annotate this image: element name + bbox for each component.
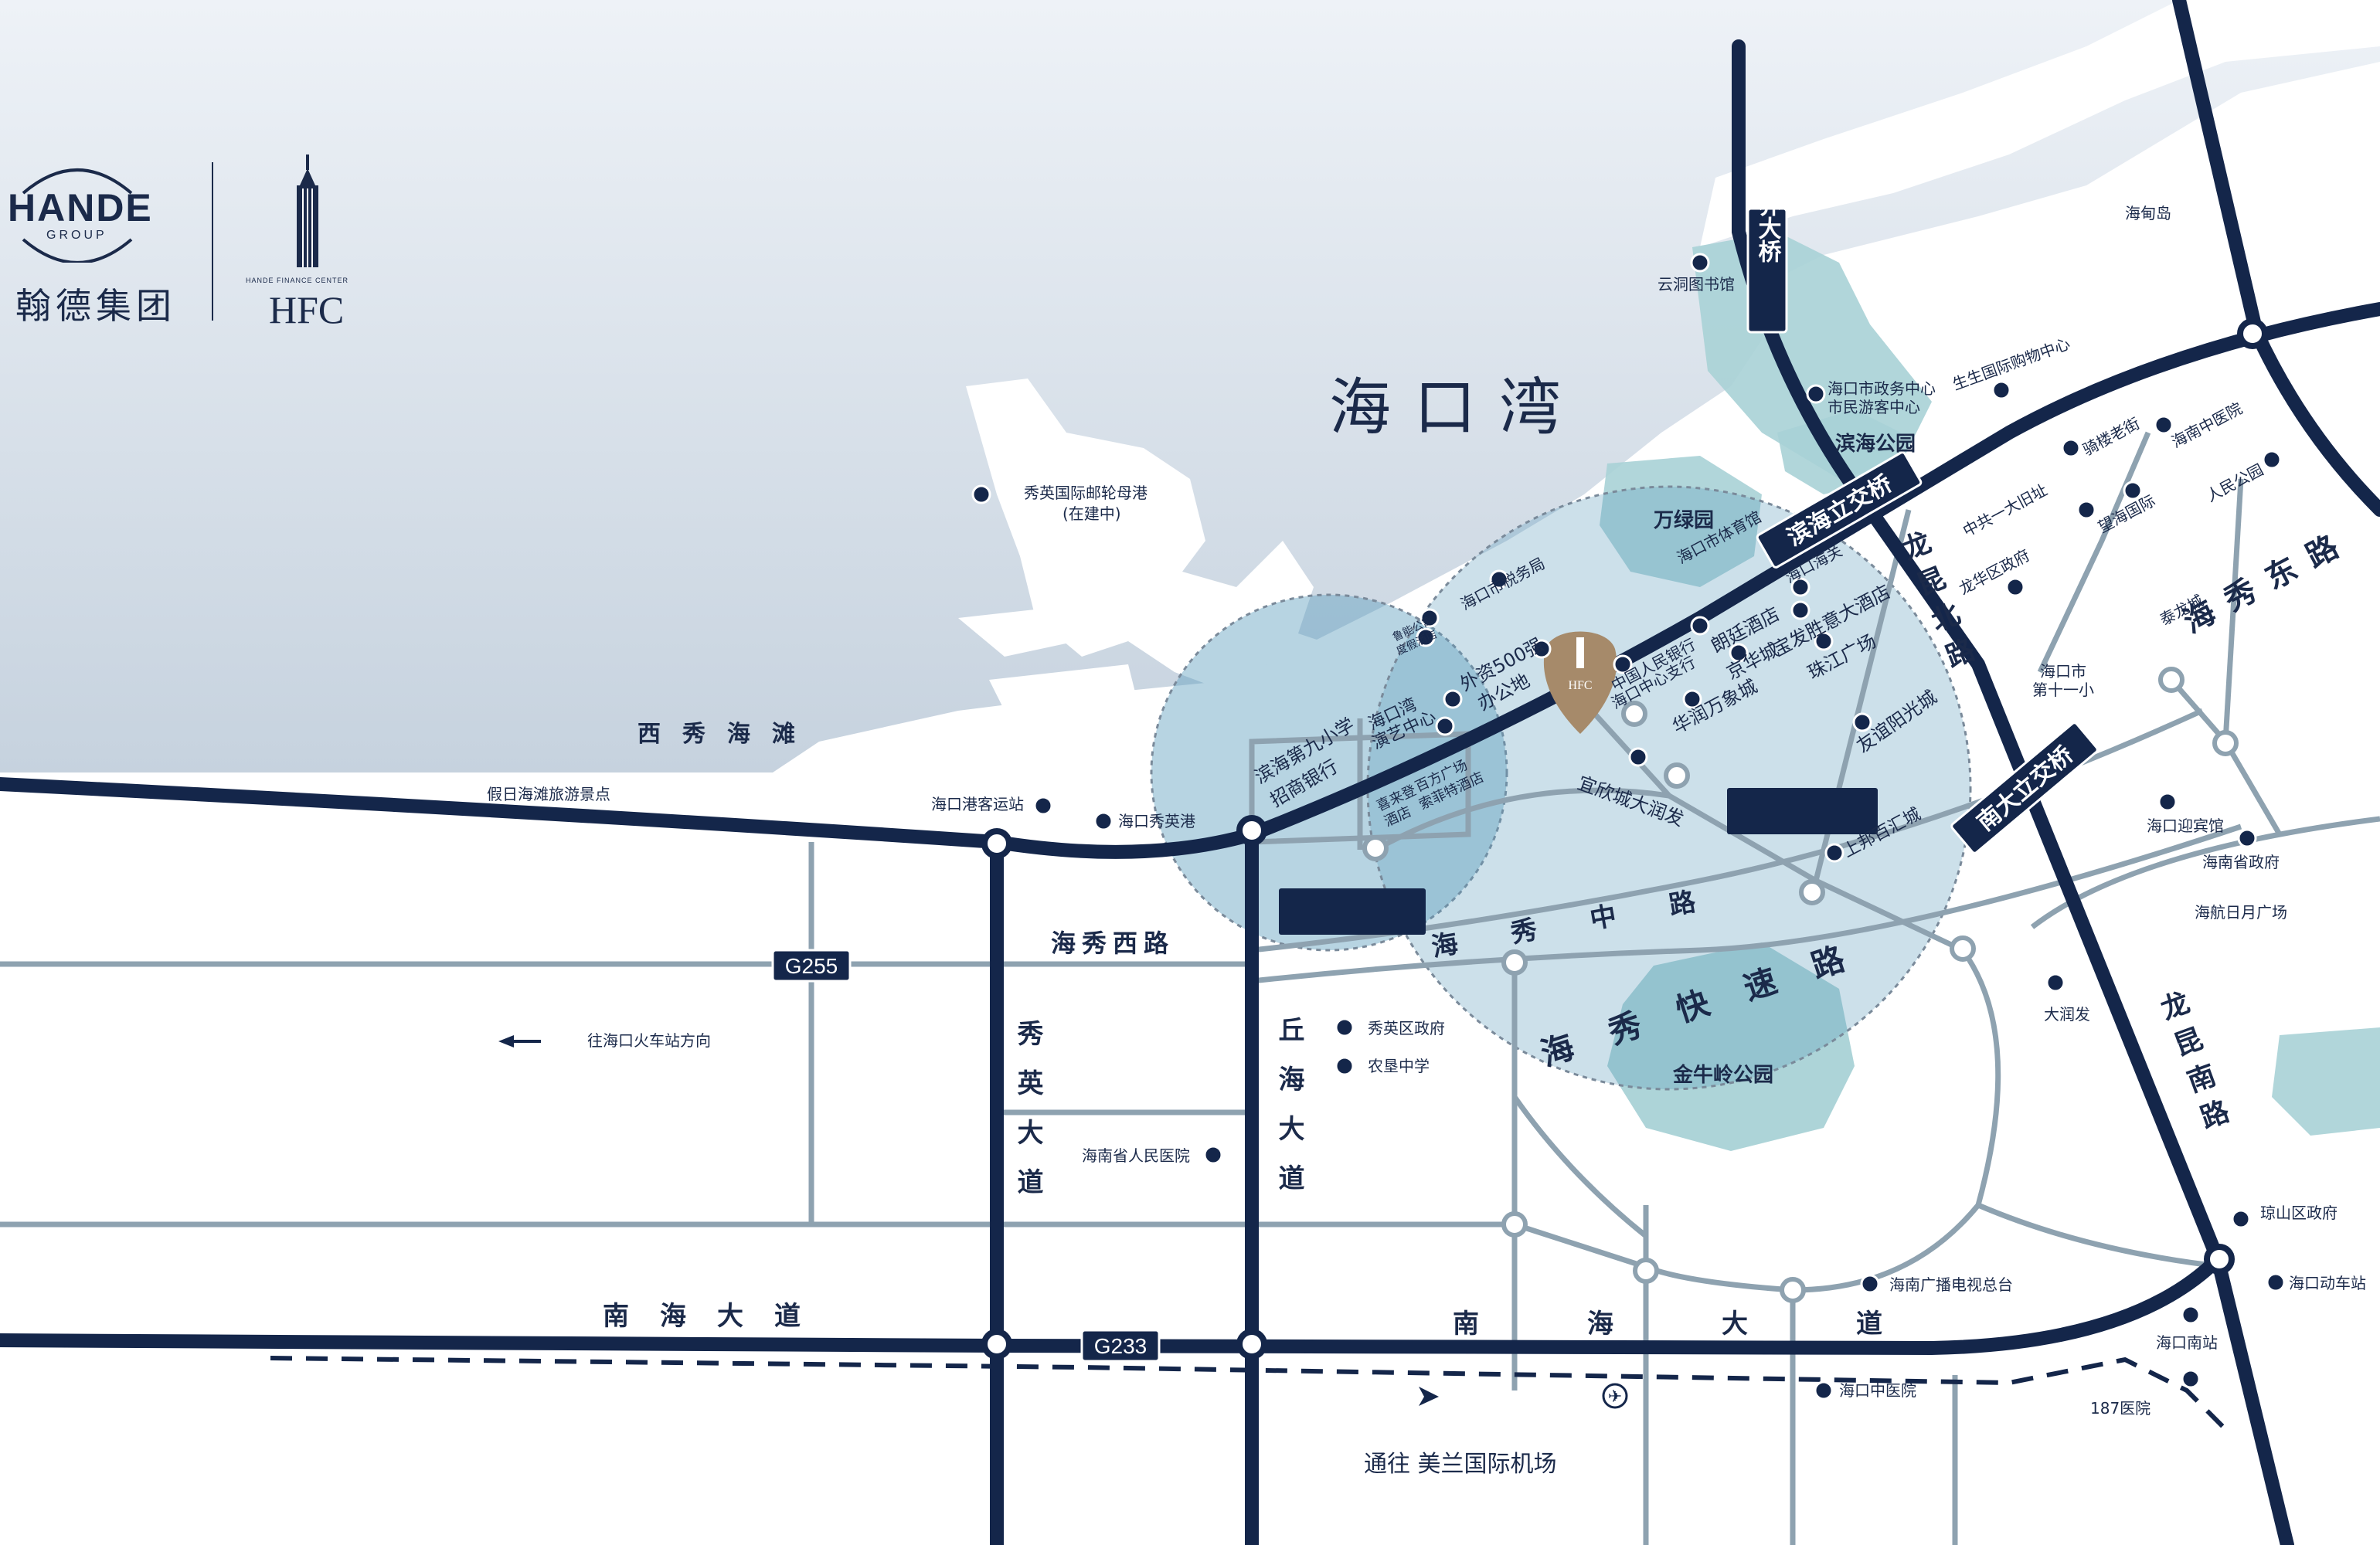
nanzhan-label: 海口南站 bbox=[2156, 1333, 2218, 1352]
hfc-marker-text: HFC bbox=[1568, 679, 1592, 692]
qiongshan-label: 琼山区政府 bbox=[2260, 1204, 2338, 1222]
nanhai-e-label: 南海大道 bbox=[1453, 1309, 1991, 1340]
station-arrow-icon bbox=[498, 1035, 541, 1048]
hande-chinese-name: 翰德集团 bbox=[15, 285, 176, 327]
citizen-center-label: 市民游客中心 bbox=[1828, 398, 1920, 416]
nongken-label: 农垦中学 bbox=[1368, 1057, 1430, 1075]
hfc-marker[interactable]: HFC bbox=[1543, 631, 1617, 735]
shield-g255: G255 bbox=[771, 949, 852, 983]
yingbin-label: 海口迎宾馆 bbox=[2147, 817, 2224, 835]
g233-label: G233 bbox=[1094, 1334, 1148, 1358]
nanhai-w-label: 南海大道 bbox=[603, 1301, 831, 1332]
darunfa-label: 大润发 bbox=[2044, 1005, 2090, 1024]
radius-west bbox=[1150, 593, 1508, 952]
cruise-port-label: 秀英国际邮轮母港 bbox=[1024, 484, 1148, 502]
library-label: 云洞图书馆 bbox=[1658, 275, 1735, 294]
plane-icon: ✈ bbox=[1602, 1383, 1628, 1409]
xiuying-label: 秀英大道 bbox=[1012, 1020, 1044, 1217]
tv-label: 海南广播电视总台 bbox=[1889, 1275, 2013, 1294]
shield-g233: G233 bbox=[1080, 1329, 1161, 1363]
station-label: 往海口火车站方向 bbox=[587, 1031, 711, 1050]
poi-markers bbox=[971, 253, 2286, 1401]
tower-icon bbox=[297, 154, 318, 267]
province-gov-label: 海南省政府 bbox=[2202, 853, 2280, 871]
binhai-park-label: 滨海公园 bbox=[1835, 432, 1916, 456]
haidian-island bbox=[1700, 0, 2380, 247]
port-arms bbox=[958, 603, 1159, 765]
shijie-label: 世界大桥 bbox=[1754, 170, 1782, 263]
zhongyiyuan-label: 海口中医院 bbox=[1839, 1381, 1916, 1400]
ferry-label: 海口港客运站 bbox=[931, 795, 1024, 813]
junctions bbox=[981, 318, 2268, 1360]
xiuying-gov-label: 秀英区政府 bbox=[1368, 1019, 1445, 1037]
green-jinniu bbox=[1607, 942, 1855, 1151]
hande-group-sub: GROUP bbox=[46, 229, 107, 242]
hfc-wordmark: HFC bbox=[269, 288, 345, 331]
hfc-subtitle: HANDE FINANCE CENTER bbox=[246, 277, 349, 284]
qiuhai-label: 丘海大道 bbox=[1273, 1016, 1304, 1214]
dongche-label: 海口动车站 bbox=[2289, 1274, 2366, 1292]
beach-label: 西秀海滩 bbox=[638, 721, 817, 748]
bridge-shijie: 世界大桥 bbox=[1746, 170, 1788, 334]
brand-block: HANDE GROUP 翰德集团 HANDE FINANCE CENTER HF… bbox=[0, 154, 379, 340]
hospital-label: 海南省人民医院 bbox=[1082, 1146, 1190, 1165]
bay-label: 海口湾 bbox=[1329, 372, 1584, 443]
riyue-label: 海航日月广场 bbox=[2195, 903, 2287, 922]
school11-label: 海口市 bbox=[2040, 662, 2086, 681]
minor-junctions bbox=[1362, 667, 2239, 1303]
school11b-label: 第十一小 bbox=[2032, 681, 2094, 699]
green-wanlv bbox=[1600, 456, 1762, 587]
svg-text:✈: ✈ bbox=[1608, 1387, 1622, 1406]
wanlv-label: 万绿园 bbox=[1654, 509, 1714, 532]
block-east bbox=[1727, 788, 1878, 834]
airport-arrow-icon bbox=[1419, 1387, 1439, 1406]
gov-center-label: 海口市政务中心 bbox=[1828, 379, 1936, 398]
haixiu-west-label: 海秀西路 bbox=[1051, 929, 1175, 958]
block-west bbox=[1279, 888, 1426, 935]
green-east bbox=[2272, 1027, 2380, 1136]
hospital187-label: 187医院 bbox=[2090, 1399, 2150, 1418]
brand-divider bbox=[212, 162, 213, 321]
xiuying-port-label: 海口秀英港 bbox=[1118, 812, 1195, 830]
hande-wordmark: HANDE bbox=[8, 186, 153, 229]
g255-label: G255 bbox=[785, 954, 838, 978]
resort-label: 假日海滩旅游景点 bbox=[487, 785, 610, 803]
hande-logo-ring bbox=[22, 168, 133, 263]
railway bbox=[270, 1356, 2228, 1431]
cruise-port-note: (在建中) bbox=[1062, 504, 1121, 523]
airport-label: 通往 美兰国际机场 bbox=[1364, 1451, 1557, 1478]
jinniu-label: 金牛岭公园 bbox=[1672, 1063, 1773, 1087]
haidian-label: 海甸岛 bbox=[2125, 204, 2171, 222]
